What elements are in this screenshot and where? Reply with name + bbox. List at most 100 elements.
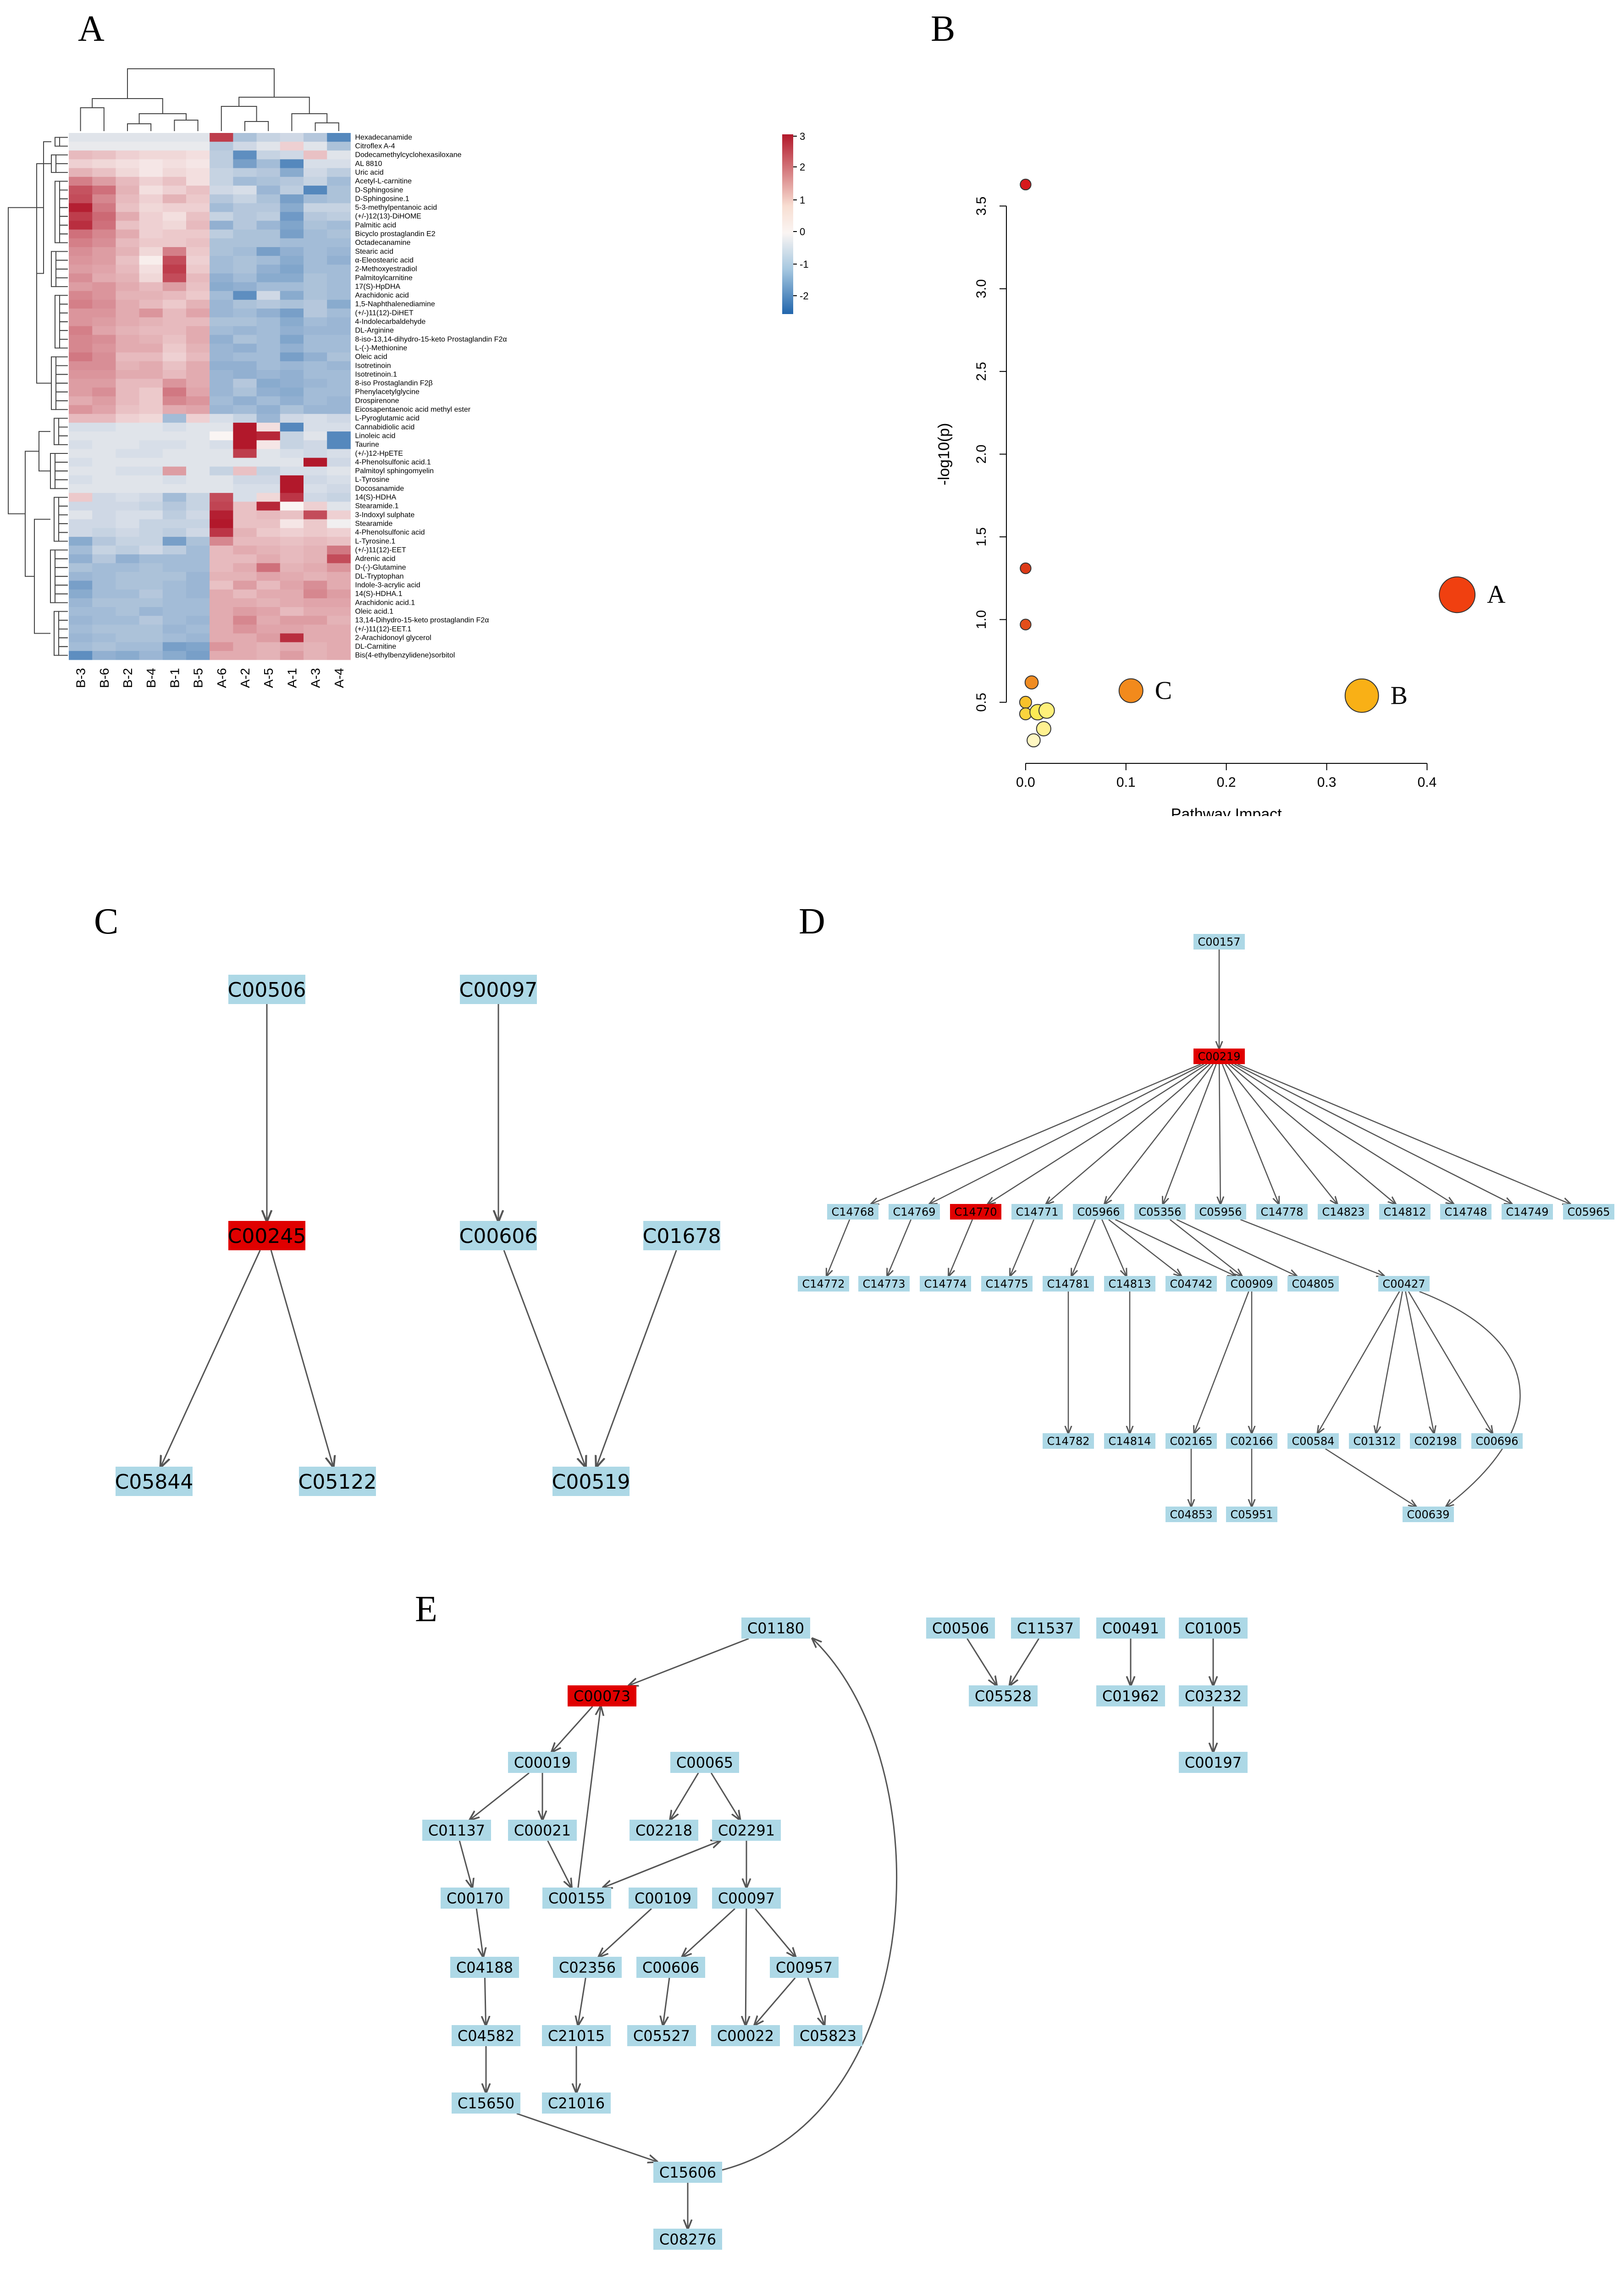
compound-node[interactable]: C01137 <box>422 1820 491 1841</box>
compound-node[interactable]: C01005 <box>1179 1618 1248 1639</box>
heatmap-cell <box>92 317 116 326</box>
compound-node[interactable]: C14769 <box>889 1204 940 1220</box>
compound-node[interactable]: C02218 <box>630 1820 698 1841</box>
compound-node[interactable]: C08276 <box>653 2229 722 2250</box>
compound-node[interactable]: C00909 <box>1226 1276 1277 1292</box>
heatmap-cell <box>116 185 140 195</box>
compound-node[interactable]: C05527 <box>627 2025 696 2046</box>
compound-node[interactable]: C00197 <box>1179 1752 1248 1773</box>
compound-node[interactable]: C21015 <box>542 2025 611 2046</box>
compound-node[interactable]: C14775 <box>981 1276 1033 1292</box>
compound-node[interactable]: C02291 <box>712 1820 781 1841</box>
compound-node[interactable]: C04582 <box>452 2025 520 2046</box>
compound-node[interactable]: C01962 <box>1096 1685 1165 1706</box>
compound-node[interactable]: C00155 <box>542 1888 611 1909</box>
compound-node[interactable]: C00021 <box>508 1820 577 1841</box>
compound-node[interactable]: C04853 <box>1166 1507 1217 1522</box>
heatmap-cell <box>116 598 140 607</box>
compound-node[interactable]: C14773 <box>858 1276 910 1292</box>
heatmap-cell <box>256 273 281 283</box>
compound-node[interactable]: C00073 <box>568 1685 636 1706</box>
heatmap-cell <box>233 422 257 432</box>
compound-node[interactable]: C14748 <box>1440 1204 1491 1220</box>
compound-node[interactable]: C14823 <box>1318 1204 1369 1220</box>
compound-node[interactable]: C05965 <box>1563 1204 1614 1220</box>
compound-node[interactable]: C00639 <box>1403 1507 1454 1522</box>
compound-node[interactable]: C14770 <box>950 1204 1001 1220</box>
compound-node[interactable]: C15650 <box>452 2092 520 2114</box>
compound-node[interactable]: C02165 <box>1166 1433 1217 1449</box>
heatmap-cell <box>256 554 281 563</box>
compound-node[interactable]: C14774 <box>920 1276 971 1292</box>
heatmap-cell <box>69 528 93 537</box>
heatmap-cell <box>280 431 304 441</box>
compound-node[interactable]: C14772 <box>798 1276 849 1292</box>
compound-node[interactable]: C00245 <box>228 1221 306 1250</box>
heatmap-cell <box>186 458 210 467</box>
network-edges <box>161 1004 677 1467</box>
compound-node[interactable]: C05122 <box>298 1467 377 1496</box>
compound-node[interactable]: C00065 <box>670 1752 739 1773</box>
compound-node[interactable]: C21016 <box>542 2092 611 2114</box>
compound-node[interactable]: C00491 <box>1096 1618 1165 1639</box>
compound-node[interactable]: C00519 <box>552 1467 630 1496</box>
compound-node[interactable]: C05528 <box>969 1685 1038 1706</box>
compound-node[interactable]: C00696 <box>1471 1433 1523 1449</box>
compound-node[interactable]: C14768 <box>827 1204 878 1220</box>
compound-node[interactable]: C00019 <box>508 1752 577 1773</box>
compound-node[interactable]: C00606 <box>636 1957 705 1978</box>
compound-node[interactable]: C00506 <box>228 975 306 1004</box>
compound-node[interactable]: C11537 <box>1011 1618 1080 1639</box>
compound-node[interactable]: C00022 <box>711 2025 780 2046</box>
compound-node[interactable]: C14782 <box>1043 1433 1094 1449</box>
compound-node[interactable]: C03232 <box>1179 1685 1248 1706</box>
compound-node[interactable]: C05966 <box>1073 1204 1124 1220</box>
y-axis-tick-label: 0.5 <box>974 693 989 712</box>
compound-node[interactable]: C14813 <box>1104 1276 1155 1292</box>
dendrogram-branch <box>244 121 269 131</box>
compound-node[interactable]: C04188 <box>450 1957 519 1978</box>
compound-node[interactable]: C00584 <box>1287 1433 1339 1449</box>
compound-node[interactable]: C14749 <box>1502 1204 1553 1220</box>
compound-node[interactable]: C00097 <box>459 975 538 1004</box>
compound-node[interactable]: C01312 <box>1349 1433 1400 1449</box>
compound-node[interactable]: C14781 <box>1043 1276 1094 1292</box>
compound-node[interactable]: C05951 <box>1226 1507 1277 1522</box>
compound-node[interactable]: C04805 <box>1287 1276 1339 1292</box>
compound-node[interactable]: C04742 <box>1166 1276 1217 1292</box>
network-edge <box>1115 1219 1235 1276</box>
compound-node[interactable]: C00157 <box>1193 934 1245 950</box>
compound-node[interactable]: C14778 <box>1256 1204 1308 1220</box>
compound-node[interactable]: C00170 <box>441 1888 509 1909</box>
compound-node[interactable]: C14771 <box>1011 1204 1063 1220</box>
compound-node[interactable]: C00957 <box>770 1957 839 1978</box>
compound-node[interactable]: C05844 <box>115 1467 193 1496</box>
heatmap-cell <box>327 177 351 186</box>
compound-node[interactable]: C01678 <box>643 1221 721 1250</box>
compound-node[interactable]: C00097 <box>712 1888 781 1909</box>
heatmap-cell <box>92 282 116 292</box>
heatmap-cell <box>186 221 210 230</box>
heatmap-cell <box>256 291 281 300</box>
compound-node[interactable]: C02166 <box>1226 1433 1277 1449</box>
compound-node[interactable]: C02356 <box>553 1957 622 1978</box>
compound-node[interactable]: C00427 <box>1378 1276 1430 1292</box>
compound-node[interactable]: C00109 <box>629 1888 697 1909</box>
compound-node[interactable]: C00219 <box>1193 1049 1245 1064</box>
heatmap-cell <box>186 554 210 563</box>
compound-node[interactable]: C14812 <box>1379 1204 1431 1220</box>
compound-node[interactable]: C01180 <box>741 1618 810 1639</box>
compound-node[interactable]: C00506 <box>926 1618 995 1639</box>
compound-node[interactable]: C15606 <box>653 2162 722 2183</box>
compound-node[interactable]: C05956 <box>1195 1204 1246 1220</box>
heatmap-cell <box>186 299 210 309</box>
compound-node[interactable]: C05356 <box>1134 1204 1186 1220</box>
compound-node[interactable]: C05823 <box>794 2025 862 2046</box>
heatmap-cell <box>116 326 140 335</box>
dendrogram-branch <box>55 295 60 349</box>
heatmap-cell <box>139 352 163 362</box>
compound-node[interactable]: C02198 <box>1410 1433 1461 1449</box>
compound-node-box <box>460 1221 537 1250</box>
compound-node[interactable]: C14814 <box>1104 1433 1155 1449</box>
compound-node[interactable]: C00606 <box>459 1221 538 1250</box>
